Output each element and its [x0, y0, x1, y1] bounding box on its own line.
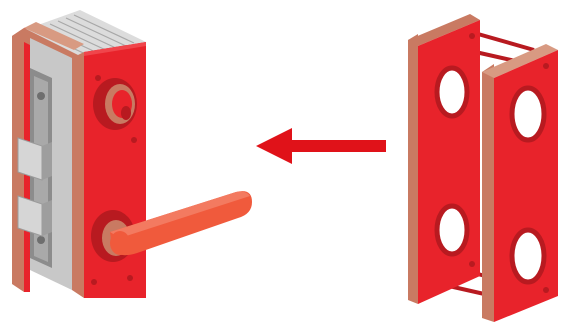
front-escutcheon-edge: [482, 64, 494, 322]
lock-assembly-illustration: [12, 10, 252, 298]
front-escutcheon-screw-bottom: [543, 287, 549, 293]
back-plate-hole-bottom: [437, 206, 467, 254]
keyhole-icon: [121, 106, 131, 120]
front-escutcheon-hole-top: [512, 88, 544, 140]
back-plate-hole-top: [437, 68, 467, 116]
front-plate-screw-bottom-right: [127, 275, 133, 281]
escutcheon-plate-illustration: [408, 14, 558, 322]
front-plate-edge: [72, 52, 84, 298]
latch-bolt-side: [42, 142, 52, 180]
arrow-head: [256, 128, 292, 164]
front-plate-screw-mid: [131, 137, 137, 143]
dead-bolt-side: [42, 200, 52, 236]
lever-handle-neck: [110, 231, 130, 255]
latch-bolt: [18, 138, 42, 180]
front-plate-screw-top-left: [95, 75, 101, 81]
left-arrow-icon: [256, 128, 386, 164]
faceplate-screw-bottom: [37, 236, 45, 244]
arrow-shaft: [288, 140, 386, 152]
front-plate-screw-bottom-left: [91, 279, 97, 285]
front-escutcheon-screw-top: [543, 63, 549, 69]
back-plate-edge: [408, 34, 418, 304]
back-plate-screw-bottom: [469, 261, 475, 267]
faceplate-screw-top: [37, 92, 45, 100]
front-escutcheon-hole-bottom: [512, 230, 544, 282]
back-plate-screw-top: [469, 33, 475, 39]
